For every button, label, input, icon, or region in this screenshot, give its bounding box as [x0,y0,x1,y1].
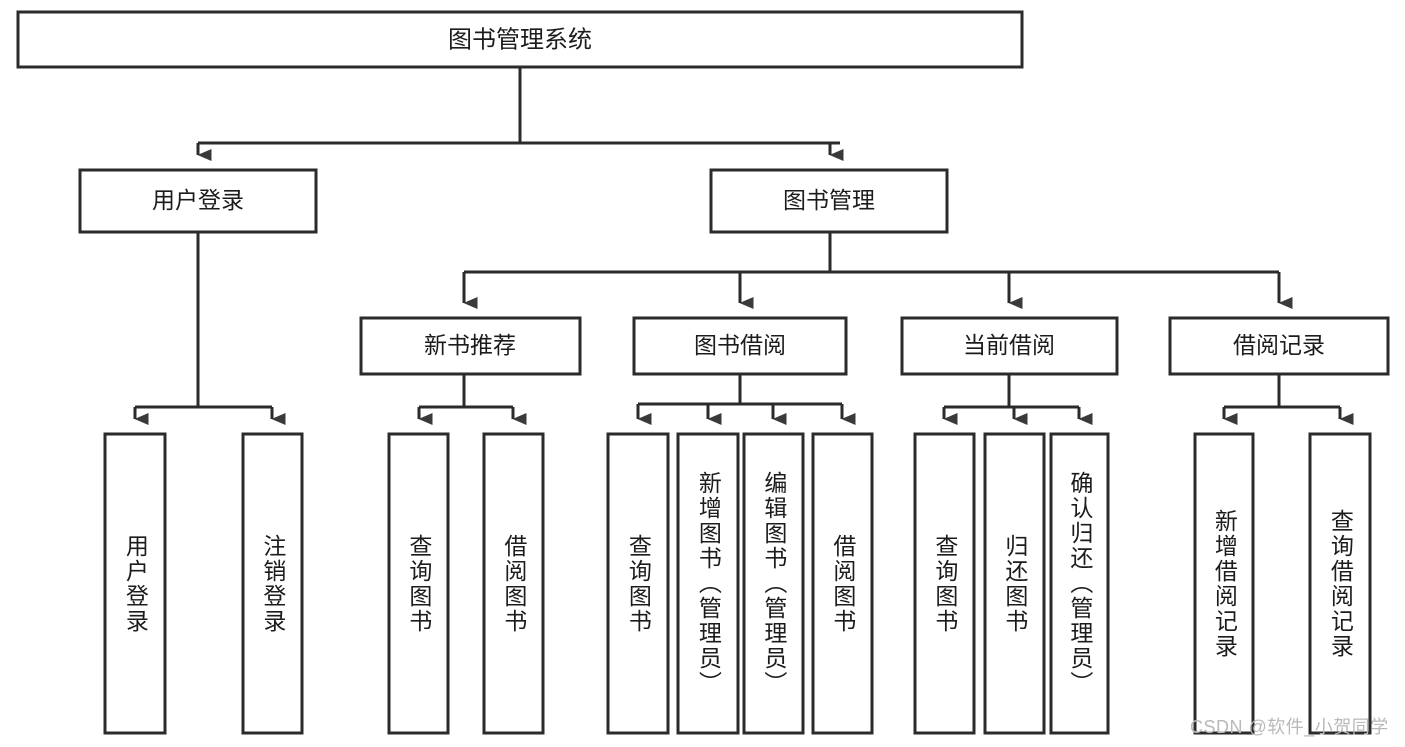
connector-current-borrow-to-leaves [942,374,1093,425]
connector-new-book-recommend-to-leaves [417,374,527,425]
leaf-box-query-book-current[interactable] [913,432,976,735]
connector-user-login-to-leaves [133,232,286,425]
leaf-box-return-book[interactable] [983,432,1046,735]
connector-book-borrow-to-leaves [636,374,856,425]
node-root-label: 图书管理系统 [448,26,592,53]
node-user-login[interactable]: 用户登录 [78,168,318,234]
leaf-box-edit-book[interactable] [742,432,805,735]
leaf-box-add-book[interactable] [676,432,740,735]
node-borrow-record-label: 借阅记录 [1233,332,1325,358]
node-book-borrow[interactable]: 图书借阅 [632,316,848,376]
node-book-manage-label: 图书管理 [783,187,875,213]
leaf-box-user-logout[interactable] [241,432,304,735]
node-new-book-recommend[interactable]: 新书推荐 [359,316,582,376]
leaf-box-borrow-book-rec[interactable] [482,432,545,735]
connector-borrow-record-to-leaves [1222,374,1354,425]
connector-root-to-level2 [196,67,844,161]
leaf-boxes [103,432,1372,735]
node-current-borrow-label: 当前借阅 [963,332,1055,358]
node-borrow-record[interactable]: 借阅记录 [1168,316,1390,376]
node-book-manage[interactable]: 图书管理 [709,168,949,234]
leaf-box-confirm-return[interactable] [1049,432,1110,735]
node-user-login-box[interactable] [78,168,318,234]
connector-book-manage-to-level3 [462,232,1293,309]
node-root[interactable]: 图书管理系统 [16,10,1024,69]
leaf-box-query-book-borrow[interactable] [606,432,670,735]
node-new-book-recommend-box[interactable] [359,316,582,376]
node-book-borrow-box[interactable] [632,316,848,376]
leaf-box-query-borrow-record[interactable] [1308,432,1372,735]
node-book-borrow-label: 图书借阅 [694,332,786,358]
leaf-box-user-login[interactable] [103,432,167,735]
watermark: CSDN @软件_小贺同学 [1190,717,1389,737]
node-borrow-record-box[interactable] [1168,316,1390,376]
node-current-borrow[interactable]: 当前借阅 [900,316,1119,376]
node-new-book-recommend-label: 新书推荐 [424,332,516,358]
node-user-login-label: 用户登录 [152,187,244,213]
node-root-box[interactable] [16,10,1024,69]
leaf-box-borrow-book[interactable] [811,432,874,735]
leaf-box-query-book-rec[interactable] [387,432,450,735]
node-book-manage-box[interactable] [709,168,949,234]
node-current-borrow-box[interactable] [900,316,1119,376]
leaf-box-add-borrow-record[interactable] [1193,432,1255,735]
